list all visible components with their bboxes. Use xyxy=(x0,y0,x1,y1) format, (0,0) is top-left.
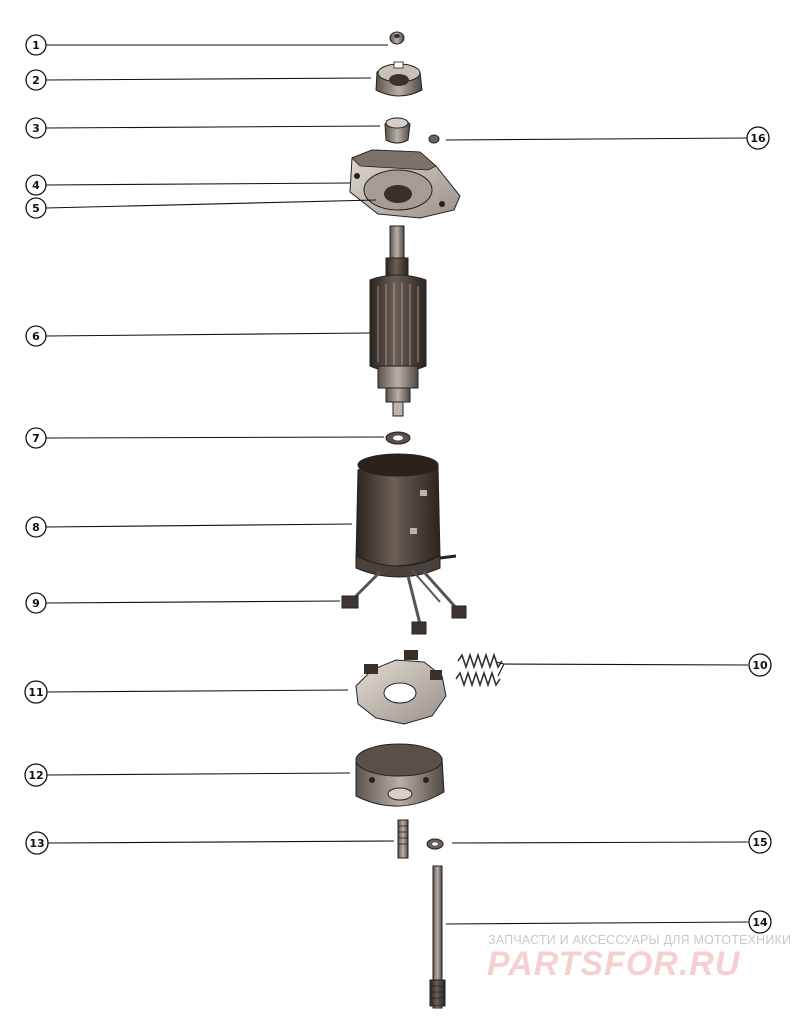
part-10-brush-springs xyxy=(455,652,503,688)
svg-text:16: 16 xyxy=(750,132,766,145)
watermark-tagline: ЗАПЧАСТИ И АКСЕССУАРЫ ДЛЯ МОТОТЕХНИКИ xyxy=(488,933,792,947)
part-7-washer xyxy=(385,431,411,445)
part-1-nut xyxy=(389,31,405,45)
part-16-washer xyxy=(428,134,440,144)
leader-11 xyxy=(45,689,349,693)
svg-text:9: 9 xyxy=(32,597,40,610)
leader-7 xyxy=(45,436,385,439)
svg-text:5: 5 xyxy=(32,202,40,215)
leader-2 xyxy=(45,77,372,81)
part-14-through-bolt xyxy=(429,865,446,1009)
svg-text:1: 1 xyxy=(32,39,40,52)
callout-9: 9 xyxy=(25,592,47,614)
leader-10 xyxy=(495,661,749,677)
leader-16 xyxy=(445,137,748,141)
part-12-end-head xyxy=(355,743,445,807)
callout-14: 14 xyxy=(748,910,772,934)
leader-4 xyxy=(45,182,351,186)
part-11-brush-plate xyxy=(355,650,447,725)
svg-text:6: 6 xyxy=(32,330,40,343)
svg-text:15: 15 xyxy=(752,836,767,849)
callout-16: 16 xyxy=(746,126,770,150)
callout-5: 5 xyxy=(25,197,47,219)
leader-13 xyxy=(47,840,395,844)
svg-text:13: 13 xyxy=(29,837,44,850)
part-8-field-frame xyxy=(355,453,457,578)
svg-text:14: 14 xyxy=(752,916,768,929)
svg-text:2: 2 xyxy=(32,74,40,87)
part-6-armature xyxy=(369,225,427,417)
leader-14 xyxy=(445,921,749,925)
callout-12: 12 xyxy=(24,763,48,787)
svg-text:3: 3 xyxy=(32,122,40,135)
callout-7: 7 xyxy=(25,427,47,449)
part-4-end-frame xyxy=(349,149,461,219)
leader-lines xyxy=(45,44,749,925)
callout-10: 10 xyxy=(748,653,772,677)
callout-6: 6 xyxy=(25,325,47,347)
part-3-bushing xyxy=(384,117,411,144)
leader-3 xyxy=(45,125,381,129)
svg-text:12: 12 xyxy=(28,769,43,782)
leader-6 xyxy=(45,332,371,337)
svg-text:7: 7 xyxy=(32,432,40,445)
svg-text:11: 11 xyxy=(28,686,43,699)
leader-12 xyxy=(45,772,351,776)
callout-2: 2 xyxy=(25,69,47,91)
leader-9 xyxy=(45,600,341,604)
svg-text:4: 4 xyxy=(32,179,40,192)
part-13-stud xyxy=(397,819,409,859)
callout-3: 3 xyxy=(25,117,47,139)
part-9-brush-leads xyxy=(341,569,467,635)
svg-text:10: 10 xyxy=(752,659,768,672)
leader-5 xyxy=(45,199,377,209)
leader-15 xyxy=(451,841,749,844)
callout-11: 11 xyxy=(24,680,48,704)
callout-13: 13 xyxy=(25,831,49,855)
part-2-bearing-cap xyxy=(375,61,423,97)
callout-8: 8 xyxy=(25,516,47,538)
svg-text:8: 8 xyxy=(32,521,40,534)
watermark-logo: PARTSFOR.RU xyxy=(487,945,741,983)
callout-15: 15 xyxy=(748,830,772,854)
callout-1: 1 xyxy=(25,34,47,56)
part-15-lock-washer xyxy=(426,838,444,850)
callout-4: 4 xyxy=(25,174,47,196)
leader-8 xyxy=(45,523,353,528)
